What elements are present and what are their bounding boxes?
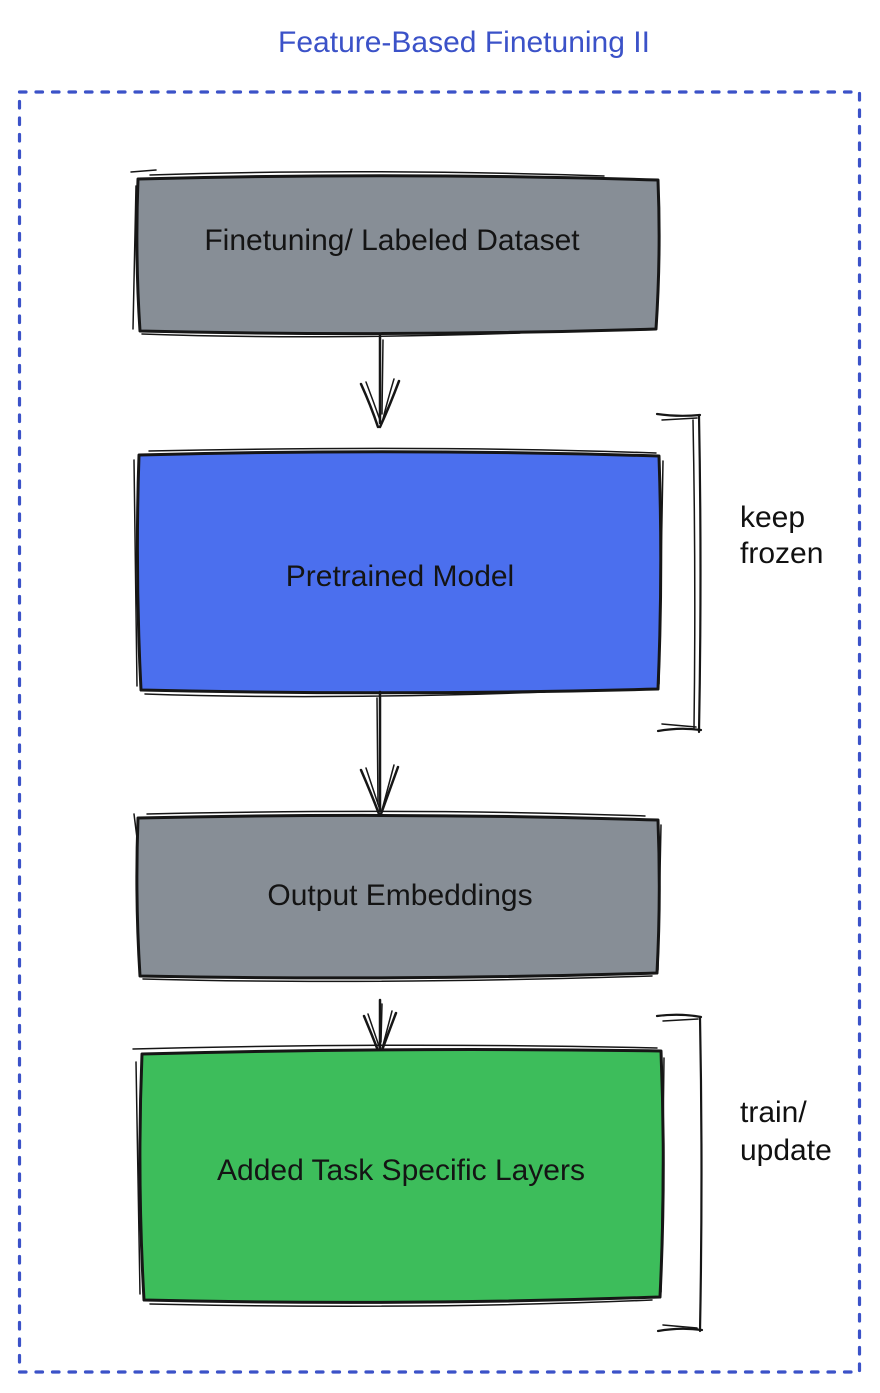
node-label-pretrained-model: Pretrained Model	[286, 560, 514, 593]
sketch-stroke	[130, 169, 157, 173]
annotation-keep-frozen-line2: frozen	[740, 537, 823, 570]
sketch-stroke	[144, 691, 546, 698]
arrow-dataset-to-pretrained-icon	[359, 332, 401, 429]
annotation-train-update-line2: update	[740, 1134, 832, 1167]
sketch-stroke	[133, 459, 138, 687]
diagram-frame-border	[17, 90, 862, 1374]
sketch-stroke	[133, 813, 138, 839]
sketch-stroke	[149, 1299, 653, 1307]
sketch-stroke	[146, 810, 646, 817]
node-box-fill	[135, 174, 661, 336]
sketch-stroke	[141, 332, 521, 338]
sketch-stroke	[657, 824, 662, 971]
sketch-stroke	[142, 975, 653, 983]
arrow-pretrained-to-embeddings-icon	[359, 690, 400, 816]
node-label-added-task-specific-layers: Added Task Specific Layers	[217, 1154, 585, 1187]
annotation-train-update-line1: train/	[740, 1096, 807, 1129]
annotation-keep-frozen-line1: keep	[740, 501, 805, 534]
bracket-train-update	[655, 1013, 704, 1333]
node-box-fill	[135, 450, 663, 695]
node-added-task-specific-layers: Added Task Specific Layers	[132, 1044, 665, 1307]
node-label-finetuning-dataset: Finetuning/ Labeled Dataset	[204, 224, 580, 257]
sketch-stroke	[658, 460, 664, 685]
node-finetuning-dataset: Finetuning/ Labeled Dataset	[130, 169, 661, 338]
bracket-keep-frozen	[655, 412, 703, 734]
sketch-stroke	[132, 1044, 658, 1050]
node-label-output-embeddings: Output Embeddings	[267, 879, 532, 912]
sketch-stroke	[132, 185, 137, 330]
sketch-stroke	[148, 447, 657, 454]
node-pretrained-model: Pretrained Model	[133, 447, 664, 698]
node-box-fill	[135, 813, 661, 980]
node-box-fill	[138, 1048, 665, 1304]
sketch-stroke	[149, 170, 605, 177]
sketch-stroke	[660, 1057, 665, 1293]
sketch-stroke	[135, 1061, 141, 1295]
node-output-embeddings: Output Embeddings	[133, 810, 662, 983]
page-title: Feature-Based Finetuning II	[278, 26, 650, 59]
